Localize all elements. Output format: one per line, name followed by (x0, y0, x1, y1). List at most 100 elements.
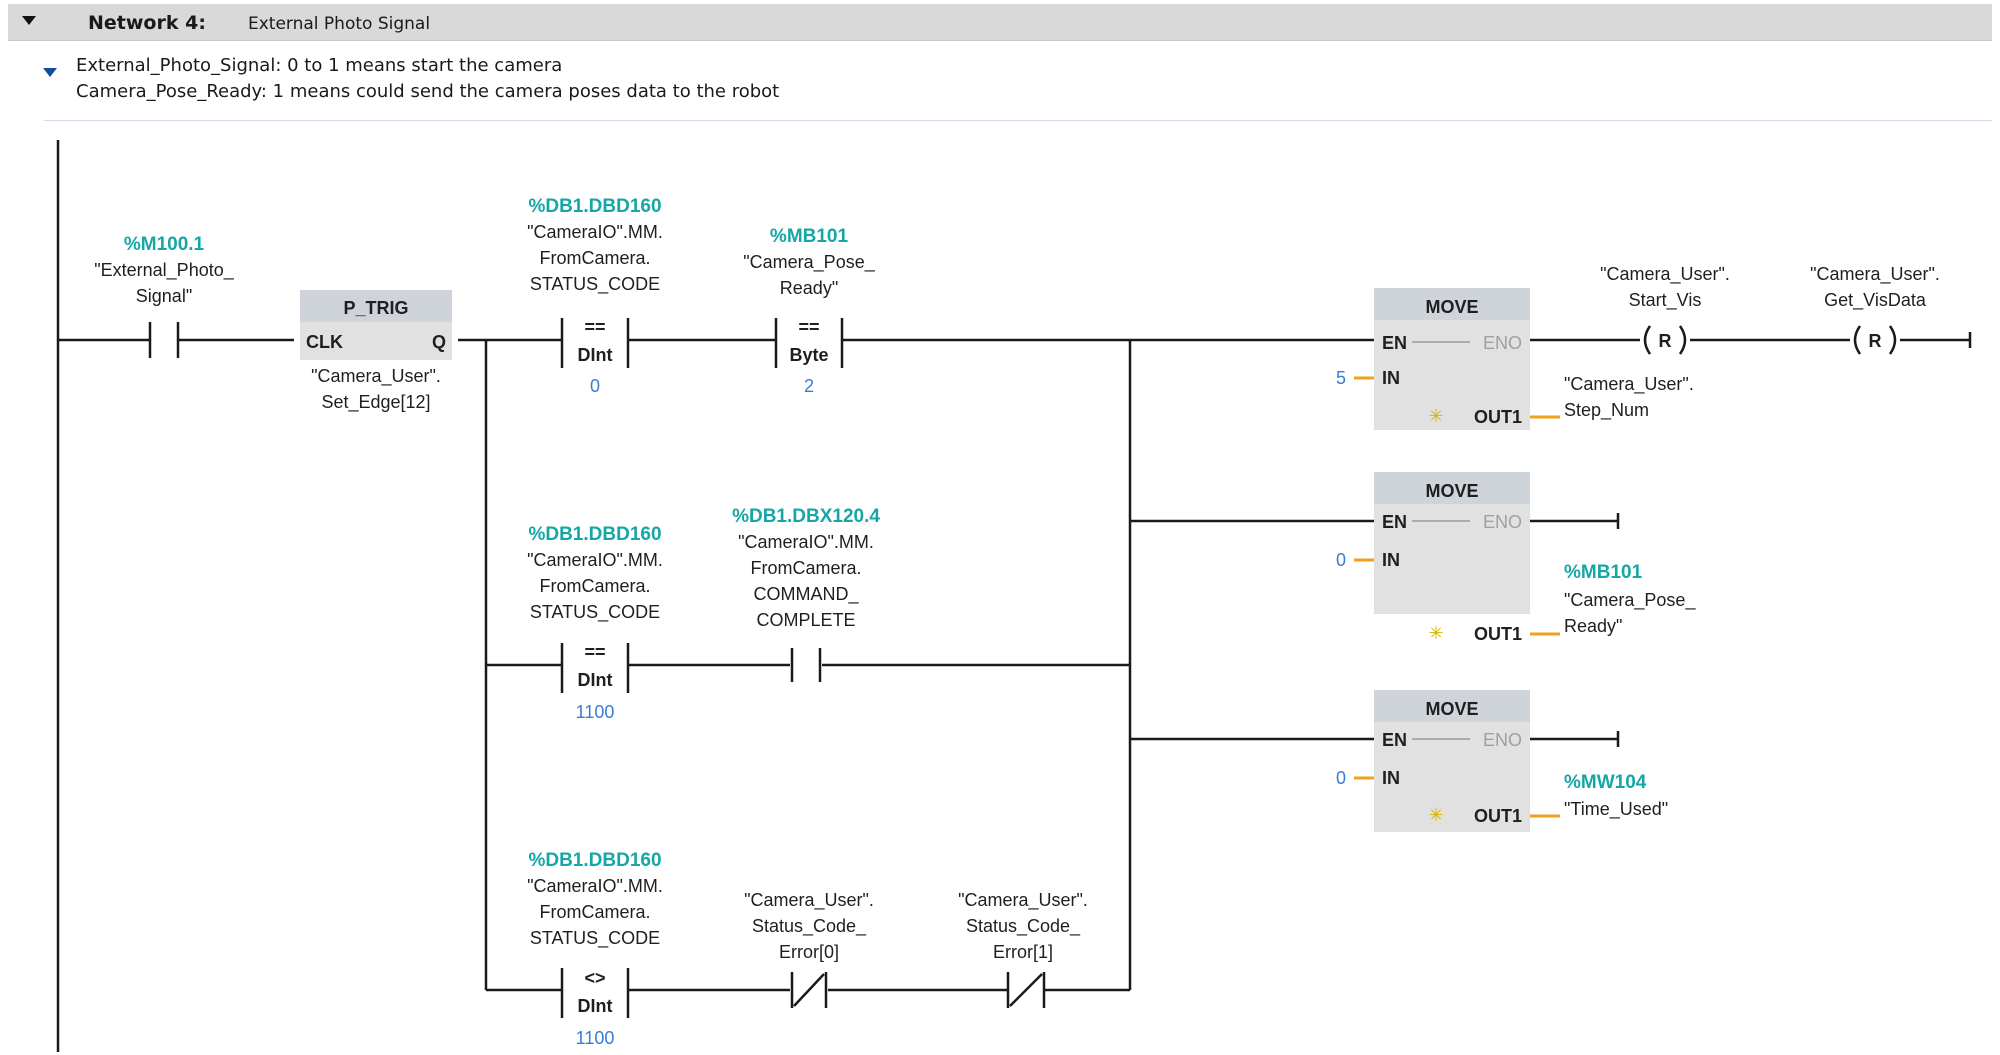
p-trig-clk-pin: CLK (306, 332, 343, 352)
cmp3-address[interactable]: %DB1.DBD160 (528, 524, 661, 545)
dbx-operand-line2[interactable]: FromCamera. (750, 558, 861, 578)
nc2-operand-line3[interactable]: Error[1] (993, 942, 1053, 962)
move2-out-pin: OUT1 (1474, 624, 1522, 644)
cmp1-operand-line2[interactable]: FromCamera. (539, 248, 650, 268)
move1-add-output-icon[interactable]: ✳ (1428, 406, 1443, 427)
cmp2-address[interactable]: %MB101 (770, 226, 849, 247)
p-trig-operand-line2[interactable]: Set_Edge[12] (321, 392, 430, 413)
nc1-operand-line1[interactable]: "Camera_User". (744, 890, 874, 911)
comment-collapse-icon[interactable] (43, 68, 57, 77)
cmp3-operator: == (584, 642, 605, 662)
reset-coil-get-visdata[interactable] (1853, 325, 1897, 355)
move2-out-line2[interactable]: Ready" (1564, 616, 1622, 636)
p-trig-q-pin: Q (432, 332, 446, 352)
move3-title: MOVE (1425, 699, 1478, 719)
cmp4-address[interactable]: %DB1.DBD160 (528, 850, 661, 871)
move-block-2[interactable] (1374, 472, 1530, 614)
comment-line-1: External_Photo_Signal: 0 to 1 means star… (76, 55, 563, 76)
cmp1-address[interactable]: %DB1.DBD160 (528, 196, 661, 217)
move-block-3[interactable] (1374, 690, 1530, 832)
network-comment[interactable]: External_Photo_Signal: 0 to 1 means star… (40, 48, 1992, 120)
move1-eno-pin: ENO (1483, 333, 1522, 353)
collapse-arrow-icon[interactable] (22, 16, 36, 25)
nc-contact-status-error-1[interactable] (1006, 972, 1046, 1008)
compare-status-code-eq-1100[interactable] (560, 643, 630, 693)
move3-eno-pin: ENO (1483, 730, 1522, 750)
nc-contact-status-error-0[interactable] (790, 972, 828, 1008)
p-trig-title: P_TRIG (343, 298, 408, 318)
cmp3-operand-line1[interactable]: "CameraIO".MM. (527, 550, 663, 570)
contact-operand-line1[interactable]: "External_Photo_ (94, 260, 234, 281)
move3-in-value[interactable]: 0 (1336, 768, 1346, 788)
p-trig-operand-line1[interactable]: "Camera_User". (311, 366, 441, 387)
nc2-operand-line1[interactable]: "Camera_User". (958, 890, 1088, 911)
contact-operand-line2[interactable]: Signal" (136, 286, 192, 306)
move2-en-pin: EN (1382, 512, 1407, 532)
coil1-symbol: R (1659, 331, 1672, 351)
move2-in-value[interactable]: 0 (1336, 550, 1346, 570)
nc1-operand-line2[interactable]: Status_Code_ (752, 916, 867, 937)
dbx-address[interactable]: %DB1.DBX120.4 (732, 506, 880, 527)
p-trig-block[interactable] (300, 290, 452, 360)
cmp1-operand-line1[interactable]: "CameraIO".MM. (527, 222, 663, 242)
network-subtitle[interactable]: External Photo Signal (248, 14, 431, 34)
cmp4-operand-line3[interactable]: STATUS_CODE (530, 928, 660, 949)
nc2-operand-line2[interactable]: Status_Code_ (966, 916, 1081, 937)
cmp3-operand-line3[interactable]: STATUS_CODE (530, 602, 660, 623)
move1-out-line2[interactable]: Step_Num (1564, 400, 1649, 421)
coil2-operand-line1[interactable]: "Camera_User". (1810, 264, 1940, 285)
move2-eno-pin: ENO (1483, 512, 1522, 532)
move1-en-pin: EN (1382, 333, 1407, 353)
cmp1-operand-line3[interactable]: STATUS_CODE (530, 274, 660, 295)
network-header[interactable]: Network 4: External Photo Signal (8, 4, 1992, 41)
cmp4-type[interactable]: DInt (578, 996, 613, 1016)
cmp2-operator: == (798, 317, 819, 337)
move3-out-line1[interactable]: "Time_Used" (1564, 799, 1668, 820)
move3-add-output-icon[interactable]: ✳ (1428, 805, 1443, 826)
cmp4-operator: <> (584, 968, 605, 988)
cmp4-value[interactable]: 1100 (576, 1028, 615, 1048)
contact-external-photo-signal[interactable] (148, 322, 180, 358)
compare-status-code-eq-0[interactable] (560, 318, 630, 368)
cmp4-operand-line2[interactable]: FromCamera. (539, 902, 650, 922)
coil1-operand-line2[interactable]: Start_Vis (1629, 290, 1702, 311)
cmp2-value[interactable]: 2 (804, 376, 814, 396)
move1-out-pin: OUT1 (1474, 407, 1522, 427)
move1-out-line1[interactable]: "Camera_User". (1564, 374, 1694, 395)
move2-add-output-icon[interactable]: ✳ (1428, 623, 1443, 644)
dbx-operand-line3[interactable]: COMMAND_ (753, 584, 859, 605)
cmp1-value[interactable]: 0 (590, 376, 600, 396)
cmp1-type[interactable]: DInt (578, 345, 613, 365)
contact-address[interactable]: %M100.1 (124, 234, 205, 255)
compare-status-code-ne-1100[interactable] (560, 968, 630, 1018)
move3-out-address[interactable]: %MW104 (1564, 772, 1647, 793)
contact-command-complete[interactable] (790, 648, 822, 682)
move2-out-line1[interactable]: "Camera_Pose_ (1564, 590, 1696, 611)
move2-out-address[interactable]: %MB101 (1564, 562, 1643, 583)
compare-pose-ready-eq-2[interactable] (774, 318, 844, 368)
coil2-symbol: R (1869, 331, 1882, 351)
cmp4-operand-line1[interactable]: "CameraIO".MM. (527, 876, 663, 896)
cmp3-type[interactable]: DInt (578, 670, 613, 690)
reset-coil-start-vis[interactable] (1643, 325, 1687, 355)
dbx-operand-line1[interactable]: "CameraIO".MM. (738, 532, 874, 552)
coil2-operand-line2[interactable]: Get_VisData (1824, 290, 1927, 311)
move3-en-pin: EN (1382, 730, 1407, 750)
move1-title: MOVE (1425, 297, 1478, 317)
coil1-operand-line1[interactable]: "Camera_User". (1600, 264, 1730, 285)
cmp3-operand-line2[interactable]: FromCamera. (539, 576, 650, 596)
move2-in-pin: IN (1382, 550, 1400, 570)
cmp2-operand-line1[interactable]: "Camera_Pose_ (743, 252, 875, 273)
move1-in-value[interactable]: 5 (1336, 368, 1346, 388)
cmp1-operator: == (584, 317, 605, 337)
cmp2-type[interactable]: Byte (789, 345, 828, 365)
dbx-operand-line4[interactable]: COMPLETE (756, 610, 855, 630)
nc1-operand-line3[interactable]: Error[0] (779, 942, 839, 962)
cmp3-value[interactable]: 1100 (576, 702, 615, 722)
move1-in-pin: IN (1382, 368, 1400, 388)
cmp2-operand-line2[interactable]: Ready" (780, 278, 838, 298)
move-block-1[interactable] (1374, 288, 1530, 430)
comment-line-2: Camera_Pose_Ready: 1 means could send th… (76, 81, 780, 102)
network-title: Network 4: (88, 12, 206, 34)
